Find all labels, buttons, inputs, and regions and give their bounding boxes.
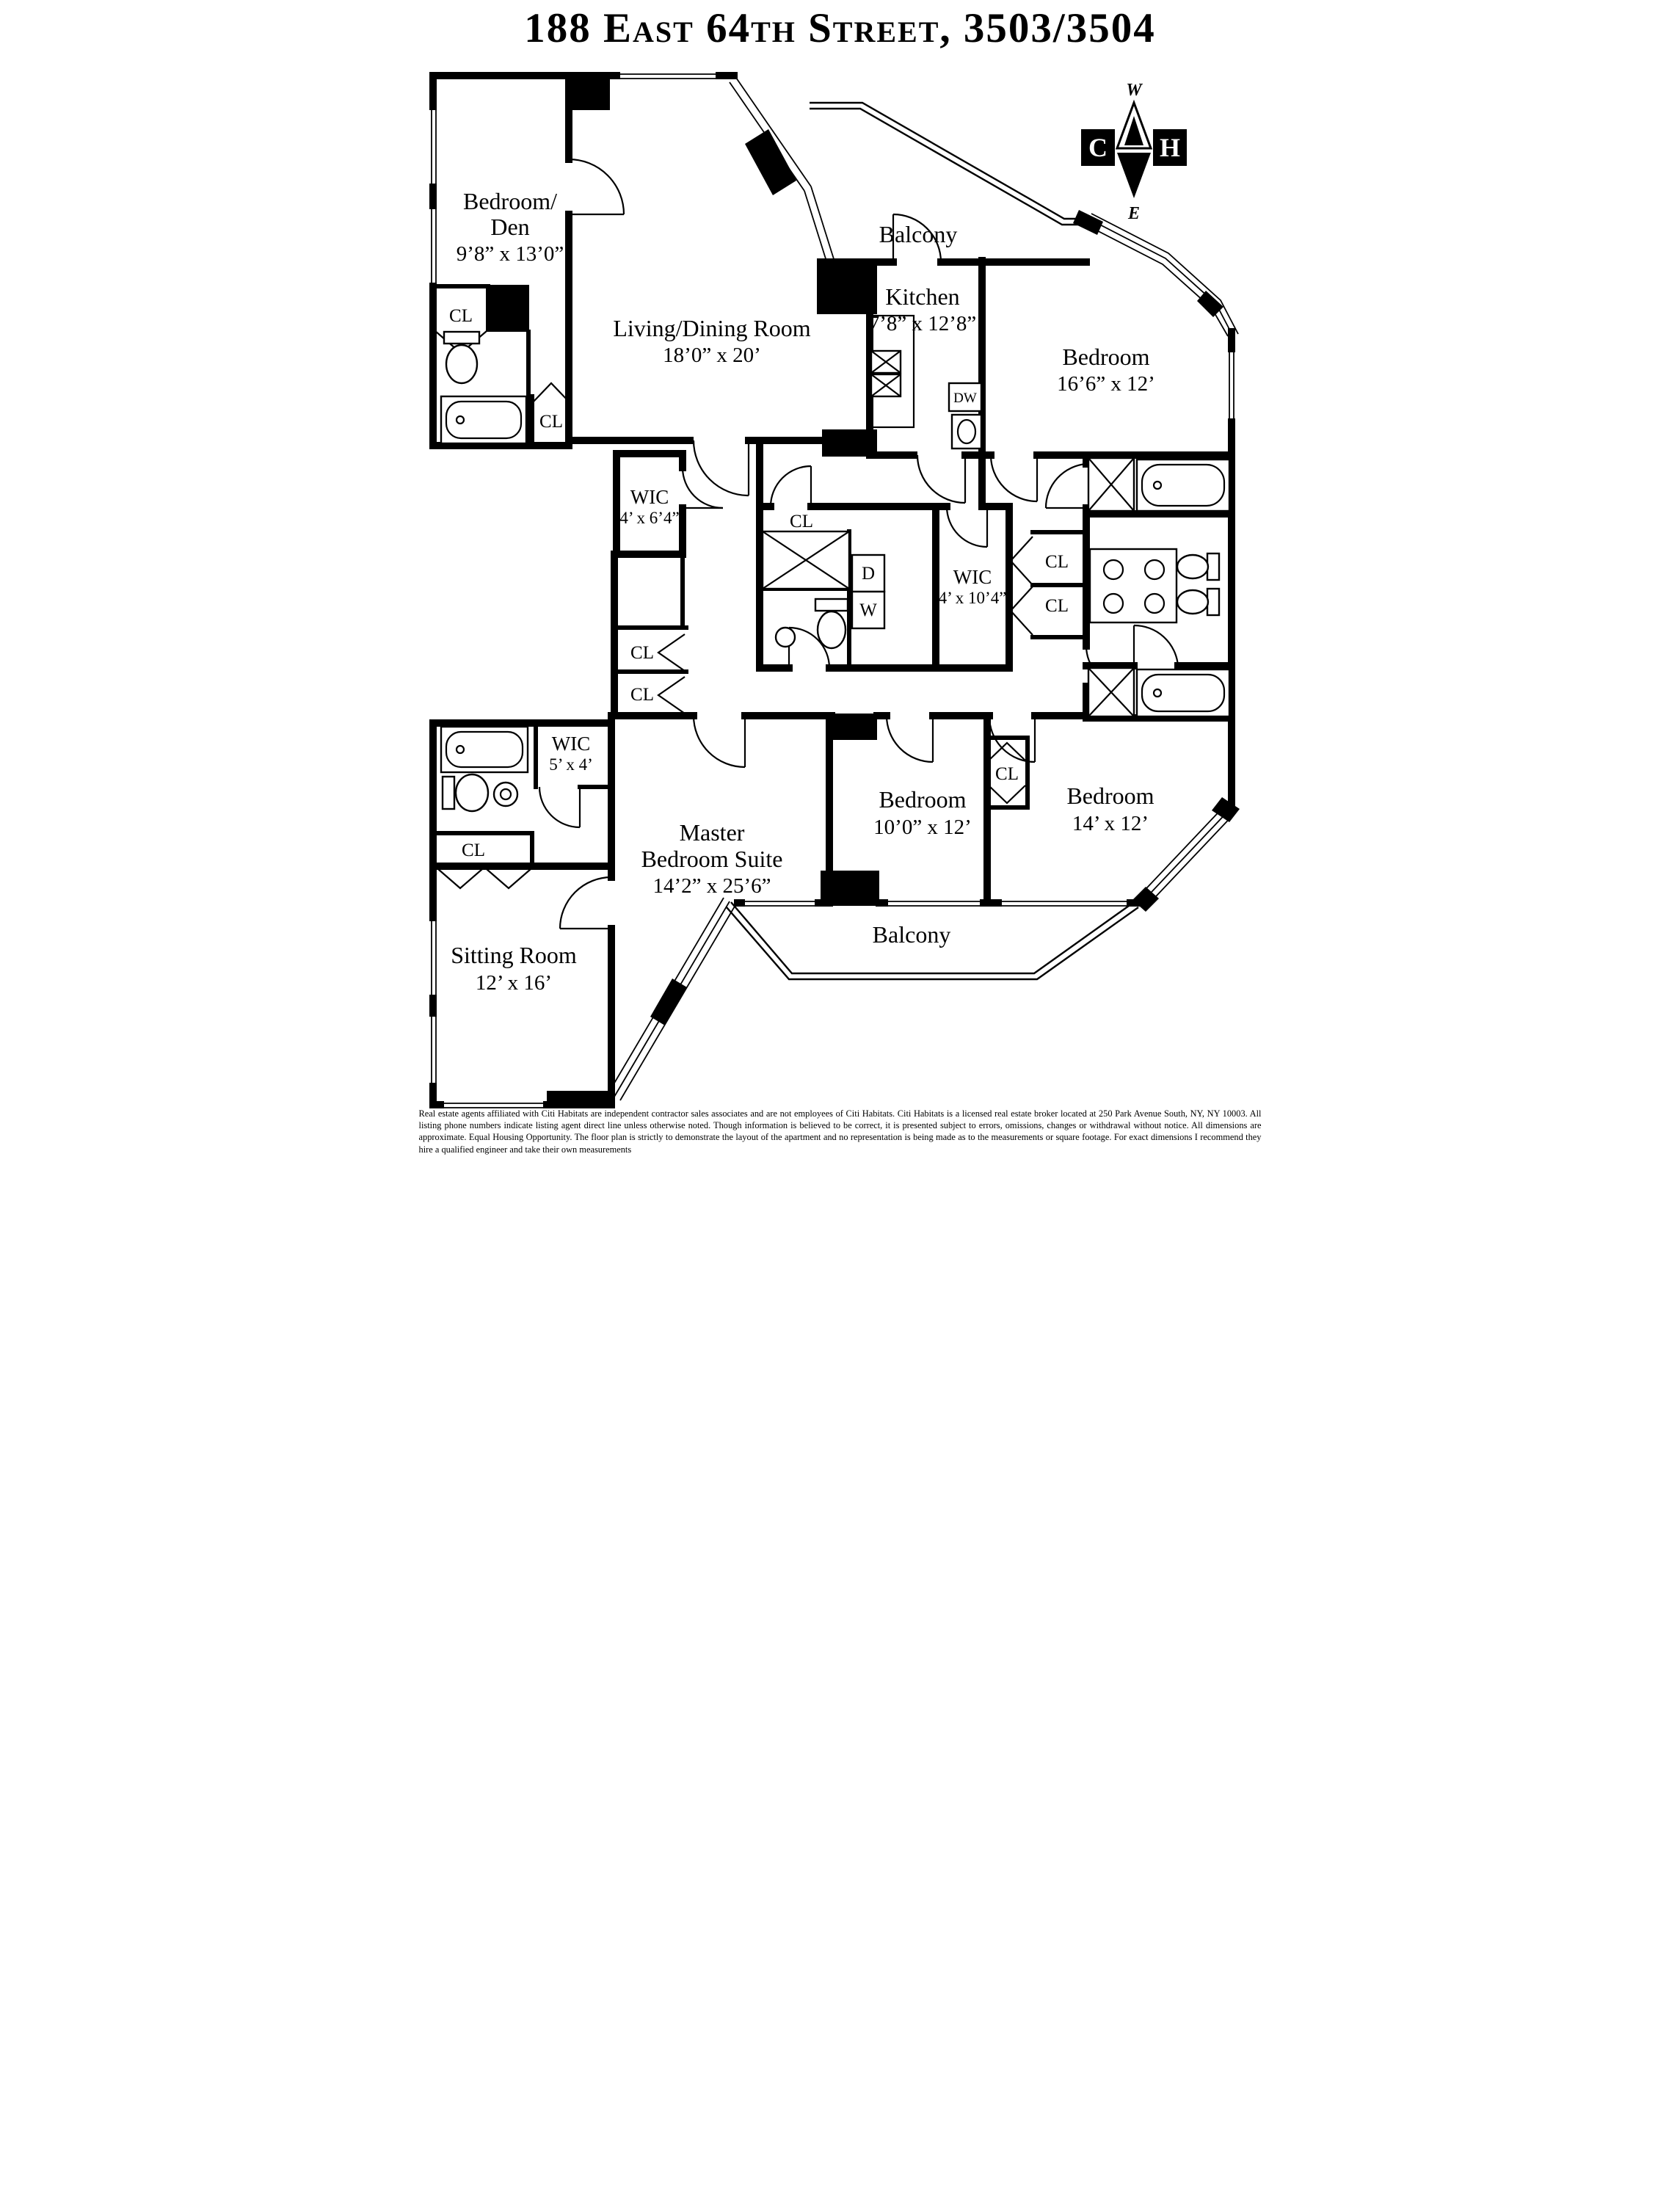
room-label-bedroom-south: Bedroom	[879, 786, 966, 813]
toilet-icon-lowerleft	[441, 773, 489, 813]
dishwasher-icon	[948, 382, 982, 413]
sink-icon-lowerleft	[492, 781, 518, 807]
doors	[434, 158, 1179, 930]
washer-icon	[851, 590, 885, 630]
room-label-wic-master: WIC	[953, 566, 991, 588]
linen-closet-icon-master-bath	[1087, 667, 1135, 718]
compass-diamond-top-inner	[1124, 116, 1143, 145]
bathtub-icon-master-bath	[1135, 668, 1230, 718]
closet-label-mid-2: CL	[630, 685, 654, 705]
floor-plan-drawing: W C H E Bedroom/ Den 9’8” x 13’0” Living…	[429, 72, 1240, 1108]
closet-label-living: CL	[539, 412, 563, 432]
floor-plan-page: 188 East 64th Street, 3503/3504	[399, 0, 1281, 1159]
linen-closet-icon-center	[761, 530, 850, 590]
closet-label-mid-1: CL	[630, 643, 654, 663]
room-dims-bedroom-ne: 16’6” x 12’	[1057, 372, 1155, 396]
room-label-balcony-top: Balcony	[879, 221, 957, 247]
range-icon-kitchen	[870, 314, 914, 429]
logo-left-box	[1080, 129, 1115, 166]
kitchen-sink-icon	[950, 413, 982, 450]
room-label-bedroom-den-2: Den	[490, 214, 529, 240]
room-dims-bedroom-se: 14’ x 12’	[1072, 812, 1148, 835]
bathtub-icon-topleft	[440, 395, 527, 445]
room-label-bedroom-se: Bedroom	[1066, 783, 1154, 809]
room-label-kitchen: Kitchen	[885, 283, 959, 310]
room-label-balcony-bottom: Balcony	[872, 921, 950, 948]
room-labels: Bedroom/ Den 9’8” x 13’0” Living/Dining …	[451, 188, 1155, 995]
double-vanity-icon-master-bath	[1088, 548, 1177, 624]
toilet-icon-center	[814, 598, 848, 650]
room-dims-living-dining: 18’0” x 20’	[663, 344, 761, 367]
closet-label-right-2: CL	[1045, 596, 1069, 616]
toilet-icon-master-bath-2	[1176, 587, 1220, 617]
room-dims-bedroom-den: 9’8” x 13’0”	[456, 242, 564, 266]
sink-icon-center-bath	[774, 626, 796, 648]
washer-label: W	[859, 600, 877, 620]
room-label-wic-hall: WIC	[630, 486, 668, 508]
room-label-sitting-room: Sitting Room	[451, 942, 577, 968]
dishwasher-label: DW	[953, 391, 977, 406]
room-label-master-2: Bedroom Suite	[641, 846, 782, 872]
linen-closet-icon-ne-bath	[1087, 457, 1135, 512]
room-dims-bedroom-south: 10’0” x 12’	[873, 816, 972, 839]
logo-letter-h: H	[1159, 133, 1179, 162]
closet-label-topleft: CL	[449, 306, 473, 326]
toilet-icon-topleft	[443, 330, 480, 385]
bathtub-icon-ne-bath	[1135, 458, 1230, 512]
room-dims-wic-small: 5’ x 4’	[549, 755, 593, 774]
logo-right-box	[1152, 129, 1187, 166]
dryer-label: D	[861, 564, 874, 584]
closet-label-lowerleft: CL	[462, 841, 485, 860]
toilet-icon-master-bath-1	[1176, 552, 1220, 581]
closet-label-center: CL	[790, 512, 813, 531]
room-label-wic-small: WIC	[551, 733, 589, 755]
page-title: 188 East 64th Street, 3503/3504	[524, 5, 1156, 51]
compass-diamond-bottom	[1116, 153, 1151, 198]
compass-north-label: W	[1126, 81, 1143, 100]
compass-south-label: E	[1127, 204, 1139, 223]
dryer-icon	[851, 553, 885, 593]
closet-label-right-1: CL	[1045, 552, 1069, 572]
room-label-living-dining: Living/Dining Room	[613, 315, 810, 341]
windows-and-railings	[429, 72, 1240, 1108]
room-dims-sitting-room: 12’ x 16’	[475, 971, 551, 995]
room-label-master-1: Master	[679, 819, 744, 846]
room-dims-master: 14’2” x 25’6”	[652, 874, 771, 898]
room-dims-kitchen: 7’8” x 12’8”	[868, 312, 976, 335]
room-dims-wic-hall: 4’ x 6’4”	[619, 509, 679, 527]
room-label-bedroom-den-1: Bedroom/	[463, 188, 557, 214]
room-dims-wic-master: 4’ x 10’4”	[938, 589, 1006, 607]
room-label-bedroom-ne: Bedroom	[1062, 344, 1149, 370]
compass: W C H E	[1080, 81, 1187, 223]
closet-label-se-bedroom: CL	[995, 764, 1019, 784]
legal-disclaimer: Real estate agents affiliated with Citi …	[418, 1108, 1262, 1155]
bathtub-icon-lowerleft	[440, 725, 528, 774]
closet-labels: CL CL CL CL CL CL CL CL CL D W DW	[449, 306, 1069, 860]
logo-letter-c: C	[1088, 133, 1108, 162]
